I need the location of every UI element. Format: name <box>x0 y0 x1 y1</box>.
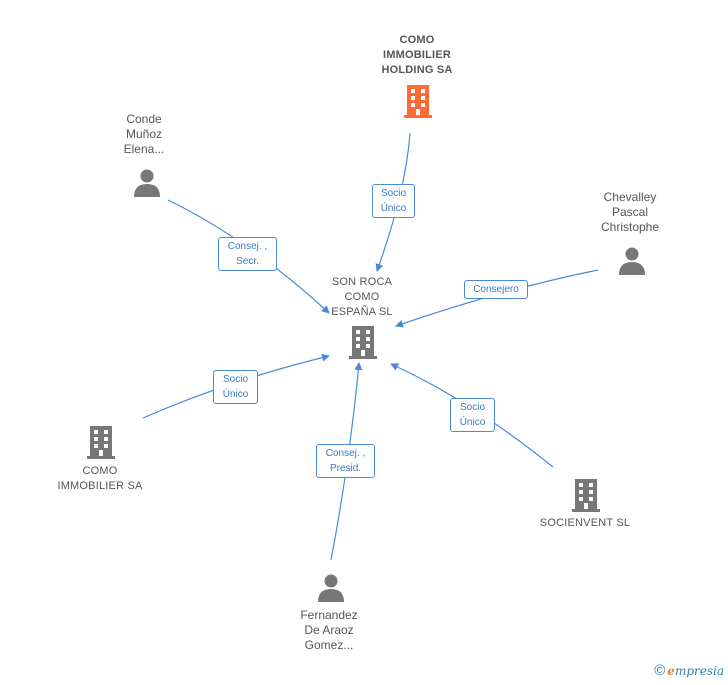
edge-label-chevalley: Consejero <box>464 280 528 299</box>
edge-label-conde: Consej. , Secr. <box>218 237 277 271</box>
edge-label-socienvent: Socio Único <box>450 398 495 432</box>
copyright-icon: © <box>654 662 666 679</box>
conde-label[interactable]: Conde Muñoz Elena... <box>123 112 165 156</box>
como-holding-label[interactable]: COMO IMMOBILIER HOLDING SA <box>381 34 453 76</box>
building-icon <box>349 326 377 359</box>
edge-label-holding: Socio Único <box>372 184 415 218</box>
person-icon <box>619 247 645 275</box>
socienvent-label[interactable]: SOCIENVENT SL <box>539 517 631 529</box>
edge-label-como-sa: Socio Único <box>213 370 258 404</box>
empresia-logo[interactable]: ©empresia <box>654 662 724 679</box>
edge-label-fernandez: Consej. , Presid. <box>316 444 375 478</box>
fernandez-label[interactable]: Fernandez De Araoz Gomez... <box>300 608 358 652</box>
brand-e: e <box>667 664 675 678</box>
building-icon <box>87 426 115 459</box>
person-icon <box>134 169 160 197</box>
building-icon <box>572 479 600 512</box>
como-sa-label[interactable]: COMO IMMOBILIER SA <box>57 465 143 492</box>
person-icon <box>318 574 344 602</box>
building-icon <box>404 85 432 118</box>
chevalley-label[interactable]: Chevalley Pascal Christophe <box>600 190 660 234</box>
center-company-label[interactable]: SON ROCA COMO ESPAÑA SL <box>331 276 393 318</box>
brand-rest: mpresia <box>674 664 724 678</box>
